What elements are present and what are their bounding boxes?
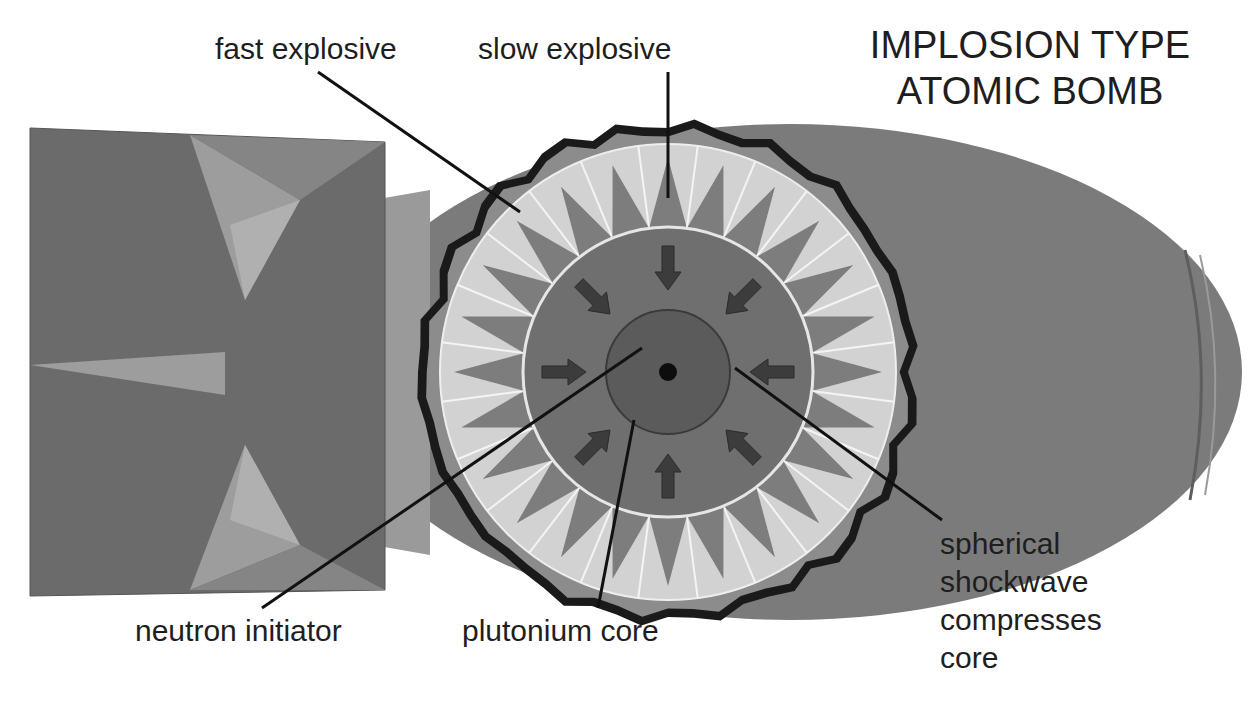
leader-line xyxy=(667,72,670,198)
callout-box: plutonium core xyxy=(462,612,762,650)
slow-explosive-lens xyxy=(461,391,534,428)
bomb-casing xyxy=(338,124,1242,620)
tail-fin xyxy=(190,135,385,200)
fast-explosive-ring xyxy=(440,144,896,600)
slow-explosive-lens xyxy=(649,516,687,586)
block-divider xyxy=(457,427,534,459)
shockwave-arrow xyxy=(750,359,794,385)
tail-fin xyxy=(30,352,225,395)
callout-box: spherical shockwave compresses core xyxy=(940,525,1150,677)
slow-explosive-lens xyxy=(687,165,724,238)
slow-explosive-lens xyxy=(802,391,875,428)
leader-line xyxy=(598,420,634,608)
shockwave-arrow xyxy=(726,279,761,314)
shockwave-arrow xyxy=(726,430,761,465)
slow-explosive-lens xyxy=(802,317,875,354)
shockwave-arrow xyxy=(655,454,681,498)
leader-line xyxy=(735,368,942,520)
cutaway-edge xyxy=(426,128,909,616)
tail-fin xyxy=(190,545,385,590)
tamper-sphere xyxy=(523,227,813,517)
block-divider xyxy=(687,516,698,598)
part-label: plutonium core xyxy=(462,614,659,647)
tail-fin xyxy=(230,200,300,300)
plutonium-core xyxy=(606,310,730,434)
block-divider xyxy=(581,161,613,238)
block-divider xyxy=(802,285,879,317)
block-divider xyxy=(723,506,755,583)
callout-box: slow explosive xyxy=(478,30,778,68)
leader-lines xyxy=(262,72,942,608)
shockwave-arrow xyxy=(575,430,610,465)
leader-line xyxy=(262,348,642,608)
block-divider xyxy=(442,391,524,402)
slow-explosive-lens xyxy=(454,353,524,391)
nose-seam xyxy=(1185,250,1201,500)
title-box: IMPLOSION TYPE ATOMIC BOMB xyxy=(820,22,1240,114)
block-divider xyxy=(812,342,894,353)
neutron-initiator xyxy=(659,363,677,381)
callout-box: neutron initiator xyxy=(135,612,455,650)
shockwave-arrow xyxy=(655,246,681,290)
shockwave-arrow xyxy=(575,279,610,314)
shockwave-arrow xyxy=(542,359,586,385)
title: IMPLOSION TYPE ATOMIC BOMB xyxy=(870,24,1190,112)
slow-explosive-lens xyxy=(812,353,882,391)
leader-line xyxy=(318,72,520,212)
part-label: neutron initiator xyxy=(135,614,342,647)
slow-explosive-lens xyxy=(461,317,534,354)
tail-fin xyxy=(230,445,300,545)
slow-explosive-lens xyxy=(613,506,650,579)
nose-seam xyxy=(1200,255,1215,495)
part-label: slow explosive xyxy=(478,32,671,65)
callout-box: fast explosive xyxy=(215,30,515,68)
part-label: spherical shockwave compresses core xyxy=(940,527,1102,674)
part-label: fast explosive xyxy=(215,32,397,65)
tail-fin-box xyxy=(30,128,385,596)
slow-explosive-lens xyxy=(687,506,724,579)
slow-explosive-lens xyxy=(613,165,650,238)
